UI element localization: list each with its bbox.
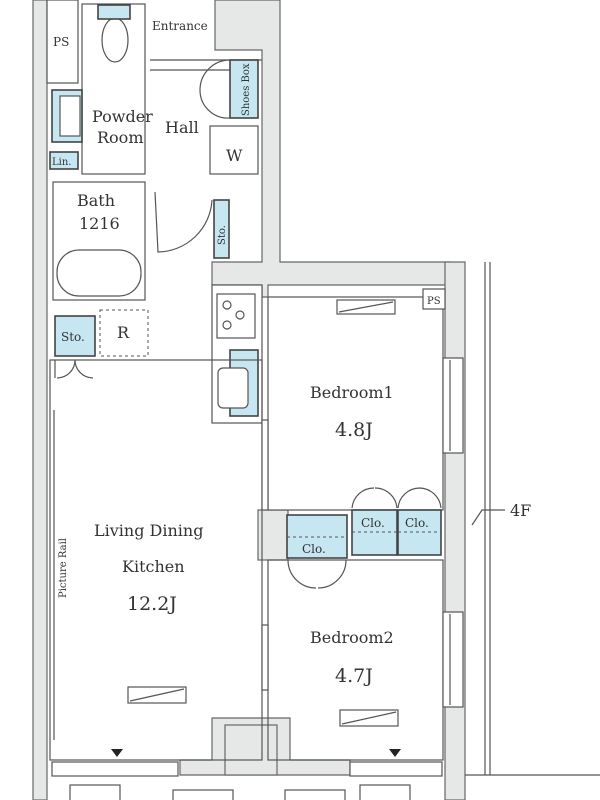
ps-label: PS <box>53 35 69 49</box>
door-swing-icon <box>199 59 231 119</box>
bedroom2-window <box>442 611 464 708</box>
bedroom1 <box>267 296 444 511</box>
hall-storage-label: Sto. <box>217 225 228 245</box>
ldk-size-label: 12.2J <box>127 593 177 615</box>
ldk-sash-window <box>51 761 179 777</box>
bath-label: Bath <box>77 191 115 210</box>
ps-shaft <box>46 0 79 84</box>
closet-3-label: Clo. <box>405 516 429 530</box>
powder-room <box>81 3 146 175</box>
air-conditioner-icon-3 <box>339 709 399 727</box>
floor-label: 4F <box>510 501 531 520</box>
entrance-label: Entrance <box>152 19 208 33</box>
powder-room-label-2: Room <box>97 128 143 147</box>
floor-leader-line <box>471 509 505 526</box>
closet-2-label: Clo. <box>361 516 385 530</box>
bedroom1-size-label: 4.8J <box>335 419 373 441</box>
ldk-storage-label: Sto. <box>61 330 85 344</box>
bedroom1-window <box>442 357 464 454</box>
bedroom2 <box>267 559 444 761</box>
shoes-box <box>229 59 259 119</box>
window-marker-icon-2 <box>389 749 401 757</box>
washer-space <box>209 125 259 175</box>
ldk-storage <box>54 315 96 357</box>
shoes-box-label: Shoes Box <box>241 63 252 116</box>
door-swing-icon-2 <box>154 191 213 253</box>
bedroom2-sash-window <box>349 761 443 777</box>
ldk-label: Living Dining <box>94 521 203 540</box>
toilet-tank-icon <box>97 4 131 20</box>
ps-right <box>422 288 446 310</box>
powder-room-label: Powder <box>92 107 153 126</box>
hall-storage <box>213 199 230 259</box>
bath-size-label: 1216 <box>79 214 120 233</box>
linen-label: Lin. <box>52 157 71 168</box>
closet-1-label: Clo. <box>302 542 326 556</box>
window-marker-icon <box>111 749 123 757</box>
bedroom2-size-label: 4.7J <box>335 665 373 687</box>
hall-label: Hall <box>165 118 199 137</box>
bathtub-icon <box>56 249 142 297</box>
living-dining-kitchen <box>49 359 263 761</box>
bedroom2-label: Bedroom2 <box>310 628 394 647</box>
ps-right-label: PS <box>427 296 441 307</box>
air-conditioner-icon <box>127 686 187 704</box>
refrigerator-label: R <box>117 323 130 342</box>
bath-room <box>52 181 146 301</box>
refrigerator-space <box>99 309 149 357</box>
washer-label: W <box>226 146 243 165</box>
bedroom1-label: Bedroom1 <box>310 383 394 402</box>
linen-storage <box>49 151 79 170</box>
air-conditioner-icon-2 <box>336 299 396 315</box>
ldk-label-2: Kitchen <box>122 557 185 576</box>
picture-rail-label: Picture Rail <box>58 538 69 598</box>
